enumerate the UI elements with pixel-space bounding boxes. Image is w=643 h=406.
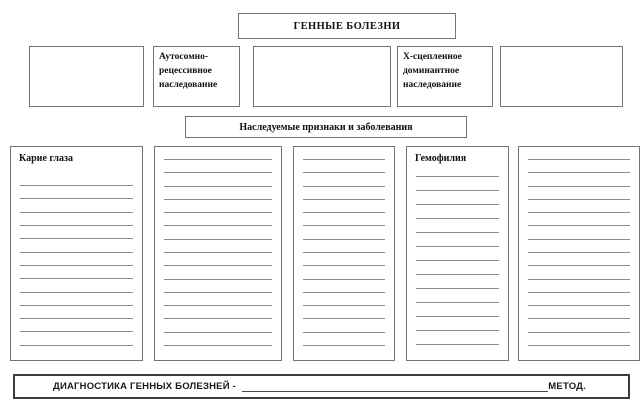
- column-header: Карие глаза: [19, 153, 74, 164]
- blank-line: [528, 251, 630, 253]
- blank-lines: [527, 153, 631, 352]
- blank-line: [164, 251, 272, 253]
- diagnostics-method-label: МЕТОД.: [548, 381, 586, 392]
- blank-line: [164, 291, 272, 293]
- blank-line: [528, 278, 630, 280]
- blank-line: [303, 238, 385, 240]
- blank-line: [20, 331, 133, 333]
- blank-line: [164, 159, 272, 161]
- blank-line: [164, 212, 272, 214]
- blank-line: [416, 316, 499, 318]
- blank-line: [164, 172, 272, 174]
- empty-inheritance-box-3: [500, 46, 623, 107]
- blank-line: [528, 344, 630, 346]
- blank-line: [20, 264, 133, 266]
- blank-line: [164, 278, 272, 280]
- column-hemophilia: Гемофилия: [406, 146, 509, 361]
- blank-line: [20, 318, 133, 320]
- blank-line: [528, 238, 630, 240]
- blank-lines: [302, 153, 386, 352]
- blank-line: [416, 231, 499, 233]
- blank-line: [303, 185, 385, 187]
- blank-line: [528, 291, 630, 293]
- blank-line: [528, 198, 630, 200]
- blank-line: [164, 344, 272, 346]
- inheritance-box-x-linked-dominant: Х-сцепленное доминантное наследование: [397, 46, 493, 107]
- blank-line: [164, 305, 272, 307]
- blank-line: [416, 189, 499, 191]
- blank-line: [20, 211, 133, 213]
- blank-line: [528, 331, 630, 333]
- blank-line: [20, 251, 133, 253]
- column-blank-5: [518, 146, 640, 361]
- blank-lines: [415, 169, 500, 352]
- blank-lines: [19, 179, 134, 352]
- blank-line: [416, 344, 499, 346]
- blank-line: [164, 185, 272, 187]
- blank-line: [416, 288, 499, 290]
- blank-line: [416, 273, 499, 275]
- column-header: Гемофилия: [415, 153, 467, 164]
- blank-line: [303, 331, 385, 333]
- blank-line: [416, 217, 499, 219]
- blank-line: [528, 225, 630, 227]
- blank-line: [528, 305, 630, 307]
- column-blank-2: [154, 146, 282, 361]
- inheritance-label-autosomal-recessive: Аутосомно-рецессивное наследование: [159, 52, 218, 90]
- traits-band-label: Наследуемые признаки и заболевания: [239, 121, 413, 133]
- blank-line: [20, 304, 133, 306]
- blank-line: [528, 159, 630, 161]
- blank-line: [164, 265, 272, 267]
- title-box: ГЕННЫЕ БОЛЕЗНИ: [238, 13, 456, 39]
- column-blank-3: [293, 146, 395, 361]
- blank-line: [20, 291, 133, 293]
- blank-line: [164, 331, 272, 333]
- blank-line: [303, 225, 385, 227]
- blank-line: [20, 278, 133, 280]
- blank-line: [416, 175, 499, 177]
- blank-line: [416, 330, 499, 332]
- empty-inheritance-box-1: [29, 46, 144, 107]
- blank-line: [416, 245, 499, 247]
- blank-line: [416, 302, 499, 304]
- blank-line: [416, 203, 499, 205]
- blank-line: [164, 198, 272, 200]
- empty-inheritance-box-2: [253, 46, 391, 107]
- diagnostics-label: ДИАГНОСТИКА ГЕННЫХ БОЛЕЗНЕЙ -: [53, 381, 236, 392]
- diagnostics-blank-line: [241, 382, 549, 392]
- diagnostics-footer-bar: ДИАГНОСТИКА ГЕННЫХ БОЛЕЗНЕЙ - МЕТОД.: [13, 374, 630, 399]
- inheritance-box-autosomal-recessive: Аутосомно-рецессивное наследование: [153, 46, 240, 107]
- blank-line: [303, 159, 385, 161]
- blank-line: [303, 265, 385, 267]
- blank-line: [20, 225, 133, 227]
- blank-line: [303, 251, 385, 253]
- blank-line: [303, 305, 385, 307]
- column-brown-eyes: Карие глаза: [10, 146, 143, 361]
- blank-line: [303, 278, 385, 280]
- traits-band-box: Наследуемые признаки и заболевания: [185, 116, 467, 138]
- blank-line: [303, 198, 385, 200]
- blank-line: [528, 185, 630, 187]
- blank-line: [416, 259, 499, 261]
- blank-line: [164, 225, 272, 227]
- blank-line: [20, 198, 133, 200]
- blank-line: [20, 238, 133, 240]
- inheritance-label-x-linked-dominant: Х-сцепленное доминантное наследование: [403, 52, 462, 90]
- blank-line: [303, 291, 385, 293]
- blank-lines: [163, 153, 273, 352]
- blank-line: [164, 238, 272, 240]
- blank-line: [303, 172, 385, 174]
- blank-line: [303, 212, 385, 214]
- blank-line: [528, 212, 630, 214]
- blank-line: [20, 344, 133, 346]
- blank-line: [164, 318, 272, 320]
- blank-line: [20, 185, 133, 187]
- blank-line: [528, 265, 630, 267]
- blank-line: [528, 318, 630, 320]
- blank-line: [528, 172, 630, 174]
- blank-line: [303, 344, 385, 346]
- blank-line: [303, 318, 385, 320]
- page-title: ГЕННЫЕ БОЛЕЗНИ: [293, 20, 401, 32]
